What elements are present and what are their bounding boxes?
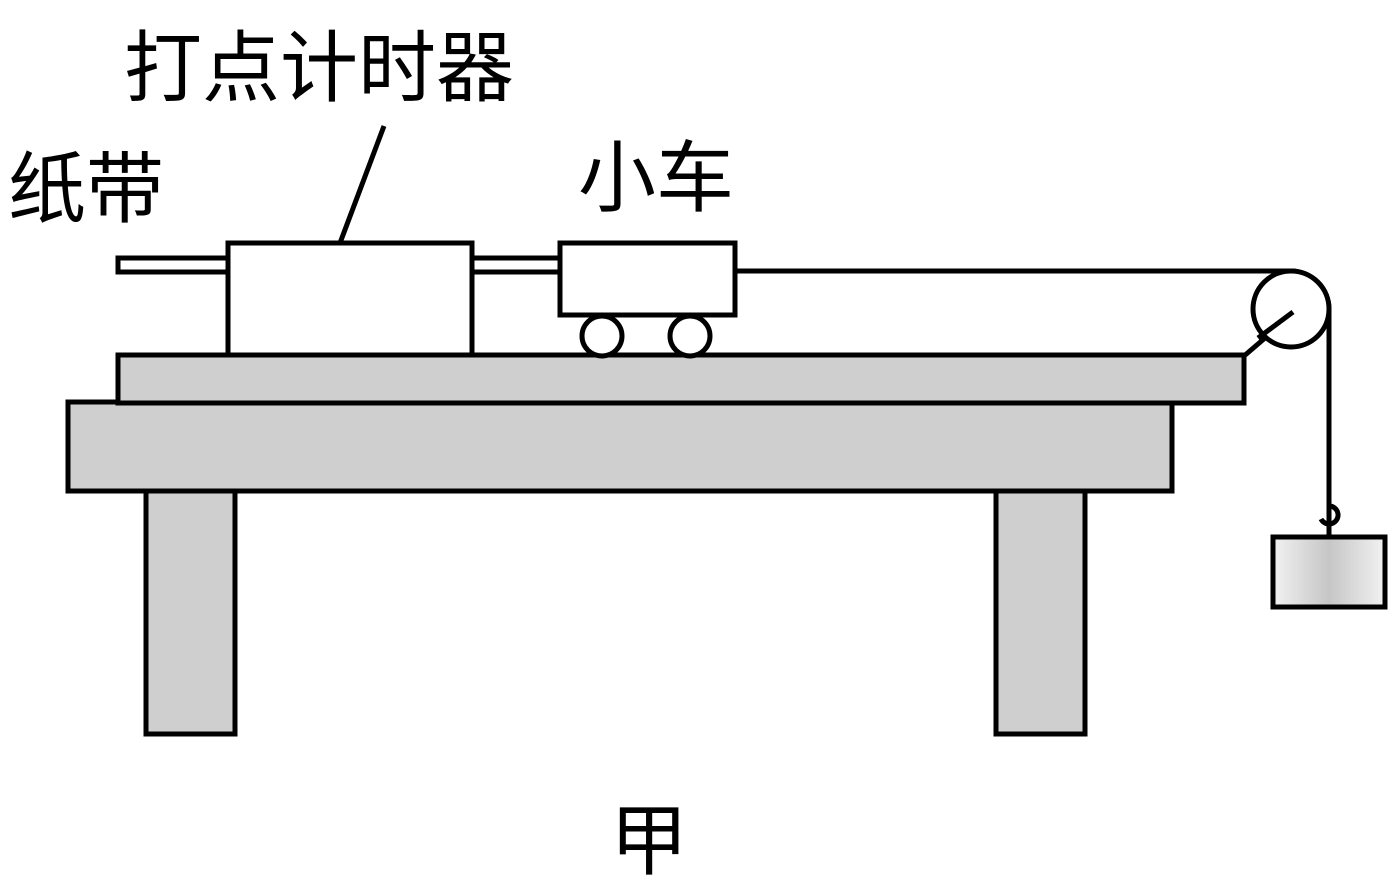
- table-top: [65, 399, 1175, 494]
- cart-body: [557, 240, 738, 318]
- table-leg-left: [143, 487, 238, 737]
- table-leg-right: [993, 487, 1088, 737]
- track-board: [115, 352, 1247, 406]
- pulley-bracket-inner: [1256, 309, 1295, 341]
- hanging-weight: [1270, 534, 1388, 610]
- cart-wheel-right: [667, 313, 713, 359]
- weight-hook: [1318, 503, 1341, 538]
- label-cart: 小车: [578, 134, 734, 224]
- dot-timer: [225, 240, 475, 358]
- label-timer: 打点计时器: [124, 24, 514, 114]
- cart-wheel-left: [579, 313, 625, 359]
- figure-caption: 甲: [610, 797, 688, 887]
- timer-label-pointer: [337, 125, 387, 244]
- label-paper-tape: 纸带: [8, 145, 164, 235]
